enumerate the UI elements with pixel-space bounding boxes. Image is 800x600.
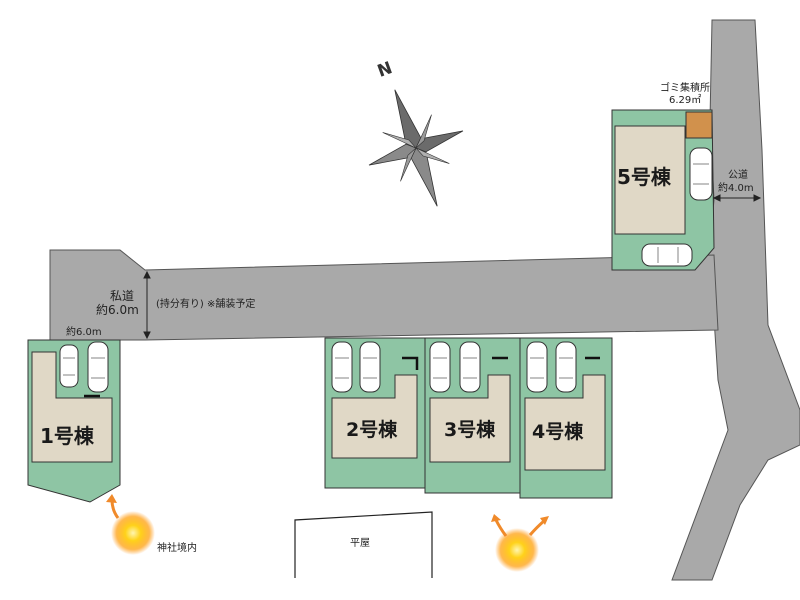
trash-station-label: ゴミ集積所 (660, 83, 710, 94)
sun-arrow-icon (528, 519, 545, 536)
car-icon (429, 341, 451, 393)
gate-mark (402, 356, 419, 370)
trash-station (685, 111, 713, 139)
car-icon (555, 341, 577, 393)
private-road-label: 私道 (110, 289, 135, 303)
compass-rose (368, 89, 464, 207)
hiraya-label: 平屋 (350, 538, 370, 549)
building-3 (429, 374, 511, 463)
sun-icon (111, 511, 155, 555)
building-5 (614, 125, 686, 235)
hiraya-outline (294, 511, 433, 578)
car-icon (59, 344, 79, 388)
private-road-note: (持分有り) ※舗装予定 (156, 299, 256, 310)
building-1 (31, 351, 113, 463)
lot-1-frontage: 約6.0m (66, 327, 102, 338)
public-road-label: 公道 (728, 170, 748, 181)
car-icon (459, 341, 481, 393)
house-2-label: 2号棟 (346, 419, 398, 441)
car-icon (689, 147, 713, 201)
house-4-label: 4号棟 (532, 421, 584, 443)
car-icon (359, 341, 381, 393)
house-5-label: 5号棟 (617, 165, 671, 189)
car-icon (331, 341, 353, 393)
public-road-width: 約4.0m (718, 183, 754, 194)
house-3-label: 3号棟 (444, 419, 496, 441)
building-4 (524, 374, 606, 471)
car-icon (641, 243, 693, 267)
house-1-label: 1号棟 (40, 424, 94, 448)
shrine-label: 神社境内 (157, 543, 197, 554)
sun-arrow-icon (494, 519, 508, 537)
car-icon (526, 341, 548, 393)
car-icon (87, 341, 109, 393)
private-road-width: 約6.0m (96, 303, 139, 317)
sun-icon (495, 528, 539, 572)
trash-station-area: 6.29㎡ (669, 95, 702, 106)
building-2 (331, 374, 418, 459)
